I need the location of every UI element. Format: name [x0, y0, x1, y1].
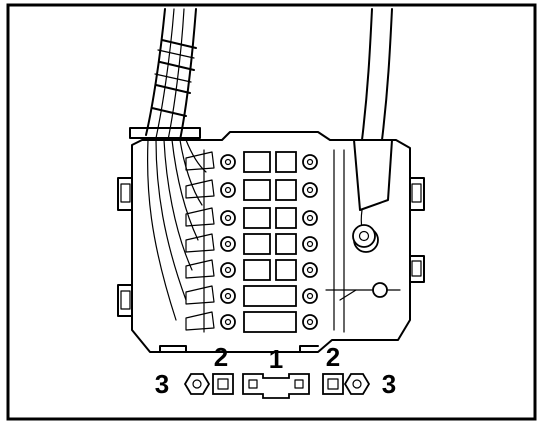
hex-nut-left [183, 373, 211, 395]
callout-label: 3 [382, 369, 396, 399]
hex-nut-right [343, 373, 371, 395]
fuse-row [185, 285, 318, 307]
loose-parts [183, 373, 371, 399]
callout-label: 2 [214, 342, 228, 372]
bracket-clip-left [212, 373, 234, 395]
bracket-clip-right [322, 373, 344, 395]
fuse-row [185, 311, 318, 333]
fuse-rows [185, 151, 388, 333]
fuse-row [185, 179, 318, 201]
fuse-row [185, 151, 318, 173]
diagram-frame [6, 3, 537, 421]
battery-cable [353, 8, 393, 253]
wiring-harness [129, 8, 207, 321]
callout-label: 1 [269, 344, 283, 374]
fuse-bridge [242, 373, 310, 399]
fuse-row [185, 233, 318, 255]
fuse-row [185, 259, 318, 281]
callout-label: 2 [326, 342, 340, 372]
fuse-row [185, 207, 318, 229]
callout-label: 3 [155, 369, 169, 399]
